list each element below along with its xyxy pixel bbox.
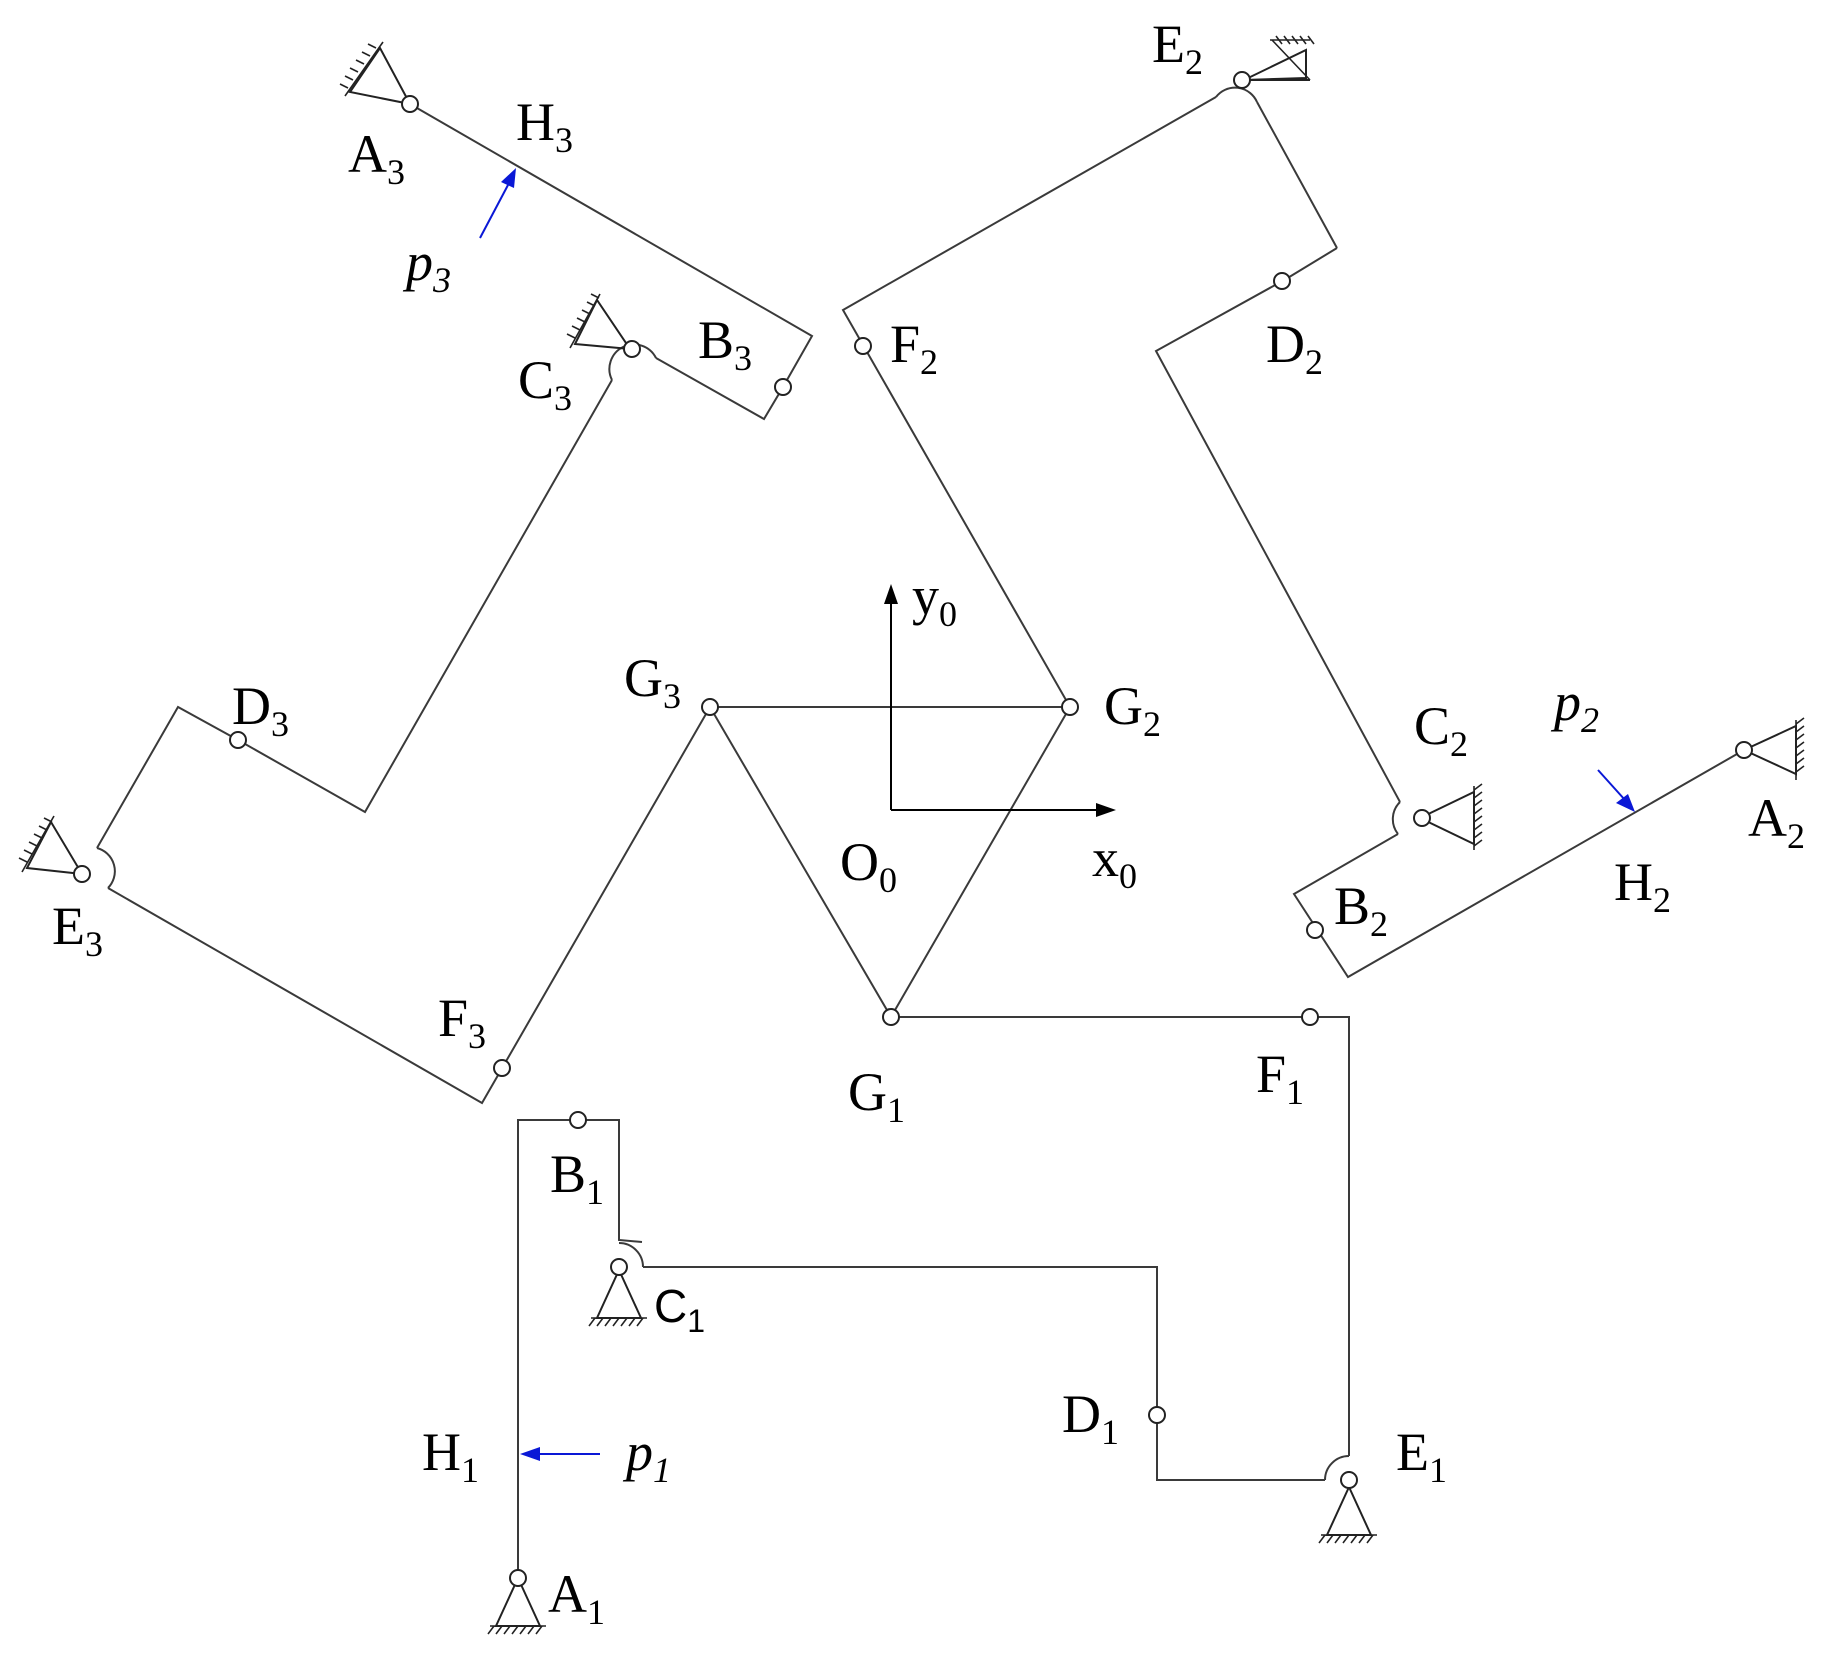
label-g3: G3: [624, 648, 681, 716]
chain3-cd-link: [96, 379, 613, 849]
label-d3: D3: [232, 676, 289, 744]
label-d2: D2: [1266, 314, 1323, 382]
ground-support-e2: [1243, 35, 1315, 81]
joint-g1: [882, 1008, 900, 1026]
chain2-ah-link: [1292, 749, 1745, 979]
ground-support-a1: [487, 1575, 546, 1635]
chain2-c-arc: [1391, 801, 1401, 835]
ground-support-e1: [1318, 1484, 1377, 1544]
joint-e1: [1340, 1471, 1358, 1489]
joint-a1: [509, 1569, 527, 1587]
label-a2: A2: [1748, 788, 1805, 856]
label-f1: F1: [1256, 1044, 1304, 1112]
joint-d3: [229, 731, 247, 749]
joint-b1: [569, 1111, 587, 1129]
force-arrow-p2: [1597, 769, 1635, 812]
label-f3: F3: [438, 988, 486, 1056]
joint-a2: [1735, 741, 1753, 759]
chain2-cd-link: [1154, 247, 1401, 803]
label-b2: B2: [1334, 876, 1388, 944]
force-arrow-p3: [479, 168, 516, 239]
label-p2: p2: [1550, 672, 1599, 740]
label-y-axis: y0: [912, 566, 957, 634]
joint-e2: [1233, 71, 1251, 89]
label-b1: B1: [550, 1144, 604, 1212]
joint-g2: [1061, 698, 1079, 716]
chain3-c-arc: [608, 343, 657, 381]
chain1-lever-a-link: [517, 1119, 643, 1578]
ground-support-a3: [339, 41, 412, 106]
chain2-ef-link: [841, 96, 1217, 708]
label-h2: H2: [1614, 852, 1671, 920]
label-c1: C1: [654, 1280, 705, 1339]
joint-c1: [610, 1258, 628, 1276]
label-a3: A3: [348, 124, 405, 192]
label-f2: F2: [890, 314, 938, 382]
ground-support-c1: [588, 1267, 647, 1327]
label-p3: p3: [402, 232, 451, 300]
label-g1: G1: [848, 1062, 905, 1130]
label-p1: p1: [622, 1422, 671, 1490]
base-frame: [884, 584, 1116, 817]
label-d1: D1: [1062, 1384, 1119, 1452]
joint-f3: [493, 1059, 511, 1077]
label-h3: H3: [516, 92, 573, 160]
label-c3: C3: [518, 350, 572, 418]
label-origin: O0: [840, 832, 897, 900]
label-g2: G2: [1104, 676, 1161, 744]
joint-b2: [1306, 921, 1324, 939]
joint-c2: [1413, 809, 1431, 827]
ground-support-e3: [18, 815, 84, 876]
label-h1: H1: [422, 1422, 479, 1490]
ground-support-c3: [566, 293, 633, 351]
label-e1: E1: [1396, 1422, 1447, 1490]
chain3-e-arc: [96, 847, 116, 889]
joint-e3: [73, 865, 91, 883]
joint-c3: [623, 340, 641, 358]
chain1-ef-link: [891, 1016, 1350, 1456]
label-x-axis: x0: [1092, 828, 1137, 896]
joint-a3: [401, 95, 419, 113]
joint-d2: [1273, 272, 1291, 290]
label-e3: E3: [52, 896, 103, 964]
chain1-cde-link: [643, 1266, 1325, 1481]
label-a1: A1: [548, 1564, 605, 1632]
joint-f1: [1301, 1008, 1319, 1026]
chain1-c-arc: [618, 1242, 644, 1268]
chain3-ef-link: [107, 706, 711, 1105]
label-b3: B3: [698, 310, 752, 378]
joint-g3: [701, 698, 719, 716]
ground-support-c2: [1417, 783, 1483, 850]
chain1-e-arc: [1324, 1455, 1350, 1481]
joint-b3: [774, 378, 792, 396]
label-c2: C2: [1414, 696, 1468, 764]
chain2-de-link: [1256, 101, 1338, 249]
chain2-e-arc: [1215, 86, 1258, 103]
ground-support-a2: [1741, 717, 1805, 780]
label-e2: E2: [1152, 14, 1203, 82]
force-arrow-p1: [520, 1447, 600, 1461]
joint-d1: [1148, 1406, 1166, 1424]
joint-f2: [854, 337, 872, 355]
